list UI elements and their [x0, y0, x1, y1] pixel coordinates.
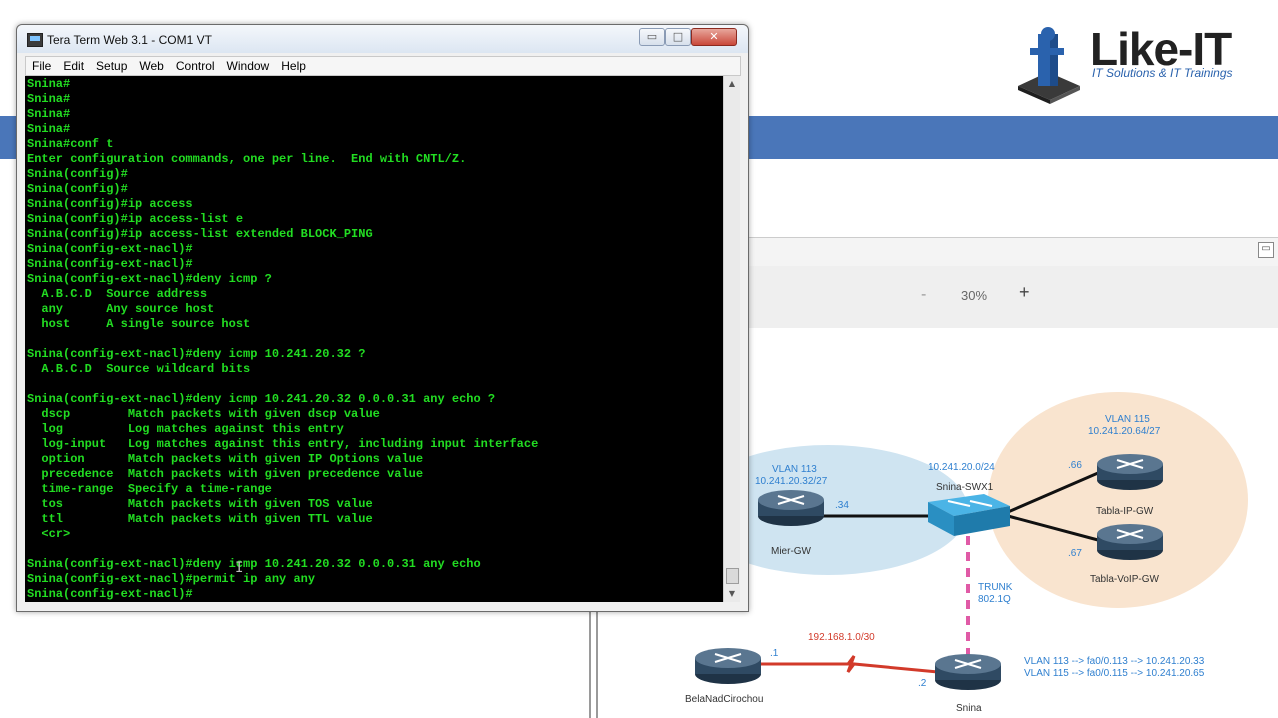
scrollbar-thumb[interactable]	[726, 568, 739, 584]
terminal-line: any Any source host	[27, 302, 215, 316]
serial-link	[758, 655, 939, 674]
terminal-line: Snina(config-ext-nacl)#deny icmp 10.241.…	[27, 392, 496, 406]
menu-control[interactable]: Control	[175, 59, 215, 73]
tabla-ip-name: Tabla-IP-GW	[1096, 506, 1154, 517]
subinterface-map-1: VLAN 113 --> fa0/0.113 --> 10.241.20.33	[1024, 656, 1205, 667]
terminal-app-icon	[27, 33, 43, 47]
logo-tagline: IT Solutions & IT Trainings	[1092, 66, 1233, 80]
terminal-line: log-input Log matches against this entry…	[27, 437, 539, 451]
terminal-line: Enter configuration commands, one per li…	[27, 152, 467, 166]
bela-name: BelaNadCirochou	[685, 694, 764, 705]
window-titlebar[interactable]: Tera Term Web 3.1 - COM1 VT ▭ □ ✕	[17, 25, 748, 53]
menu-edit[interactable]: Edit	[63, 59, 85, 73]
terminal-line: Snina(config)#ip access-list extended BL…	[27, 227, 373, 241]
link-switch-tabla-ip	[1007, 471, 1099, 514]
terminal-screen[interactable]: Snina# Snina# Snina# Snina# Snina#conf t…	[25, 76, 723, 602]
terminal-line: time-range Specify a time-range	[27, 482, 272, 496]
zoom-level: 30%	[961, 288, 988, 303]
network-diagram: VLAN 113 10.241.20.32/27 VLAN 115 10.241…	[598, 330, 1278, 718]
restore-icon[interactable]: ▭	[1258, 242, 1274, 258]
vlan113-network: 10.241.20.32/27	[755, 476, 828, 487]
vlan115-network: 10.241.20.64/27	[1088, 426, 1161, 437]
switch-network: 10.241.20.0/24	[928, 462, 995, 473]
maximize-button[interactable]: □	[665, 28, 691, 46]
pane-divider[interactable]	[589, 608, 591, 718]
terminal-line: Snina(config-ext-nacl)#	[27, 587, 193, 601]
snina-name: Snina	[956, 703, 982, 714]
tera-term-window: Tera Term Web 3.1 - COM1 VT ▭ □ ✕ File Ed…	[16, 24, 749, 612]
terminal-line: Snina(config-ext-nacl)#deny icmp ?	[27, 272, 272, 286]
terminal-line: Snina#	[27, 92, 71, 106]
terminal-line: host A single source host	[27, 317, 251, 331]
zoom-in-button[interactable]: +	[1019, 282, 1030, 302]
terminal-line: Snina#	[27, 77, 71, 91]
router-tabla-voip-icon	[1097, 524, 1163, 560]
serial-network: 192.168.1.0/30	[808, 632, 875, 643]
terminal-line: <cr>	[27, 527, 71, 541]
link-switch-tabla-voip	[1007, 514, 1099, 542]
terminal-line: precedence Match packets with given prec…	[27, 467, 424, 481]
router-snina-icon	[935, 654, 1001, 690]
vlan113-label: VLAN 113	[772, 464, 817, 475]
terminal-line: A.B.C.D Source address	[27, 287, 208, 301]
mier-name: Mier-GW	[771, 546, 811, 557]
minimize-button[interactable]: ▭	[639, 28, 665, 46]
terminal-line: dscp Match packets with given dscp value	[27, 407, 380, 421]
menu-bar: File Edit Setup Web Control Window Help	[25, 56, 741, 76]
vlan115-area	[988, 392, 1248, 608]
router-bela-icon	[695, 648, 761, 684]
menu-window[interactable]: Window	[226, 59, 270, 73]
zoom-out-button[interactable]: -	[921, 286, 927, 303]
terminal-line: Snina(config-ext-nacl)#	[27, 242, 193, 256]
like-it-logo: Like-IT IT Solutions & IT Trainings	[1010, 24, 1250, 104]
terminal-line: Snina(config)#ip access-list e	[27, 212, 244, 226]
switch-name: Snina-SWX1	[936, 482, 994, 493]
router-tabla-ip-icon	[1097, 454, 1163, 490]
terminal-line: Snina(config)#ip access	[27, 197, 193, 211]
terminal-line: Snina(config-ext-nacl)#	[27, 257, 193, 271]
vertical-scrollbar[interactable]: ▲ ▼	[723, 76, 740, 602]
bela-ip: .1	[770, 648, 779, 659]
text-cursor-icon: I	[235, 560, 244, 576]
terminal-line: log Log matches against this entry	[27, 422, 344, 436]
menu-help[interactable]: Help	[281, 59, 306, 73]
subinterface-map-2: VLAN 115 --> fa0/0.115 --> 10.241.20.65	[1024, 668, 1205, 679]
trunk-label: TRUNK	[978, 582, 1013, 593]
tabla-voip-address: .67	[1068, 548, 1082, 559]
like-it-logo-icon	[1018, 27, 1080, 104]
diagram-graphics	[688, 392, 1248, 690]
tabla-voip-name: Tabla-VoIP-GW	[1090, 574, 1159, 585]
close-button[interactable]: ✕	[691, 28, 737, 46]
menu-setup[interactable]: Setup	[96, 59, 128, 73]
terminal-line: Snina(config)#	[27, 167, 128, 181]
scroll-down-icon[interactable]: ▼	[728, 589, 736, 598]
terminal-line: tos Match packets with given TOS value	[27, 497, 373, 511]
scroll-up-icon[interactable]: ▲	[728, 79, 736, 88]
terminal-line: Snina#	[27, 107, 71, 121]
vlan113-area	[688, 445, 968, 575]
menu-file[interactable]: File	[32, 59, 52, 73]
mier-ip: .34	[835, 500, 849, 511]
tabla-ip-address: .66	[1068, 460, 1082, 471]
snina-ip: .2	[918, 678, 927, 689]
switch-icon	[928, 494, 1010, 536]
terminal-line: Snina(config)#	[27, 182, 128, 196]
trunk-standard: 802.1Q	[978, 594, 1011, 605]
terminal-line: Snina#conf t	[27, 137, 114, 151]
window-title: Tera Term Web 3.1 - COM1 VT	[47, 33, 212, 47]
logo-wordmark: Like-IT	[1090, 23, 1232, 75]
terminal-line: Snina(config-ext-nacl)#deny icmp 10.241.…	[27, 557, 481, 571]
terminal-line: A.B.C.D Source wildcard bits	[27, 362, 251, 376]
terminal-line: Snina(config-ext-nacl)#permit ip any any	[27, 572, 316, 586]
vlan115-label: VLAN 115	[1105, 414, 1150, 425]
terminal-line: ttl Match packets with given TTL value	[27, 512, 373, 526]
terminal-line: Snina(config-ext-nacl)#deny icmp 10.241.…	[27, 347, 366, 361]
terminal-line: Snina#	[27, 122, 71, 136]
terminal-line: option Match packets with given IP Optio…	[27, 452, 424, 466]
terminal-output: Snina# Snina# Snina# Snina# Snina#conf t…	[25, 76, 723, 602]
router-mier-icon	[758, 490, 824, 526]
menu-web[interactable]: Web	[139, 59, 164, 73]
